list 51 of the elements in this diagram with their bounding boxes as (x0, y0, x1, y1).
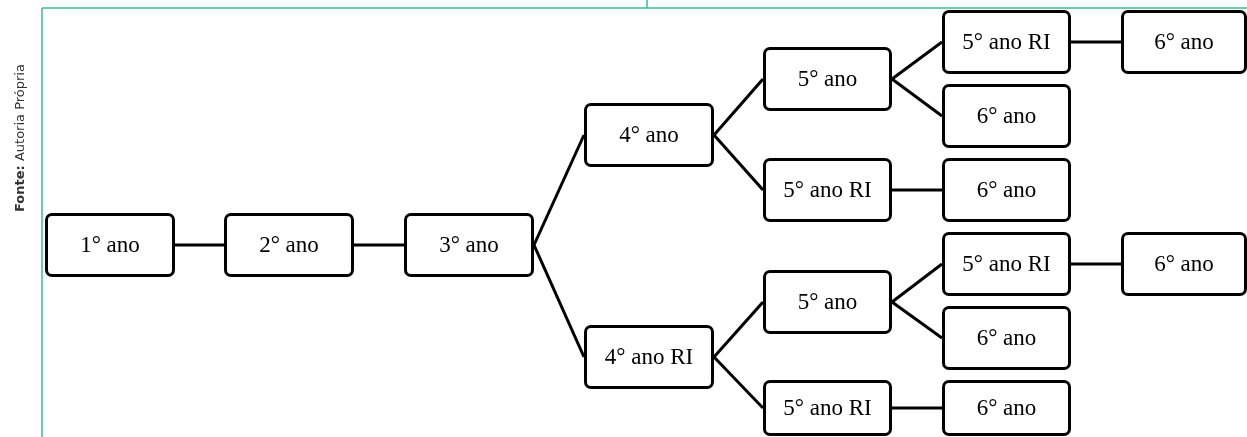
connector-line (712, 355, 765, 410)
grade-label: 6° ano (1154, 251, 1214, 277)
grade-box (584, 325, 714, 389)
connector-line (175, 243, 224, 247)
connector-line (712, 78, 765, 136)
grade-label: 5° ano (797, 66, 858, 92)
connector-line (891, 262, 943, 304)
grade-label: 2° ano (259, 232, 319, 258)
grade-box (942, 10, 1071, 74)
grade-label: 5° ano RI (962, 251, 1051, 277)
grade-label: 6° ano (976, 177, 1037, 203)
grade-label: 1° ano (80, 232, 140, 258)
grade-box (942, 158, 1071, 222)
connector-line (532, 244, 586, 358)
connector-line (891, 300, 943, 340)
grade-label: 4° ano (619, 122, 679, 148)
connector-line (892, 188, 942, 192)
grade-box (942, 232, 1071, 296)
grade-box (763, 270, 892, 334)
connector-line (1071, 262, 1121, 266)
grade-box (584, 103, 714, 167)
grade-label: 3° ano (439, 232, 499, 258)
grade-label: 5° ano RI (783, 177, 872, 203)
grade-box (404, 213, 534, 277)
grade-box (1121, 10, 1247, 74)
grade-label: 6° ano (1154, 29, 1214, 55)
connector-line (891, 77, 943, 118)
connector-line (712, 301, 765, 358)
connector-line (532, 134, 586, 246)
grade-label: 4° ano RI (604, 344, 694, 370)
grade-label: 6° ano (976, 325, 1037, 351)
grade-box (942, 84, 1071, 148)
connector-line (891, 40, 943, 81)
grade-label: 6° ano (976, 395, 1037, 421)
connector-line (354, 243, 404, 247)
connector-line (712, 134, 765, 191)
connector-line (1071, 40, 1121, 44)
grade-label: 5° ano (797, 289, 858, 315)
source-note: Fonte: Autoria Própria (12, 64, 27, 212)
connector-line (892, 406, 942, 410)
grade-label: 6° ano (976, 103, 1037, 129)
grade-label: 5° ano RI (962, 29, 1051, 55)
grade-label: 5° ano RI (783, 395, 872, 421)
grade-box (942, 306, 1071, 370)
grade-box (763, 158, 892, 222)
grade-box (763, 380, 892, 436)
grade-box (1121, 232, 1247, 296)
grade-box (763, 47, 892, 111)
grade-box (224, 213, 354, 277)
grade-box (942, 380, 1071, 436)
grade-box (45, 213, 175, 277)
